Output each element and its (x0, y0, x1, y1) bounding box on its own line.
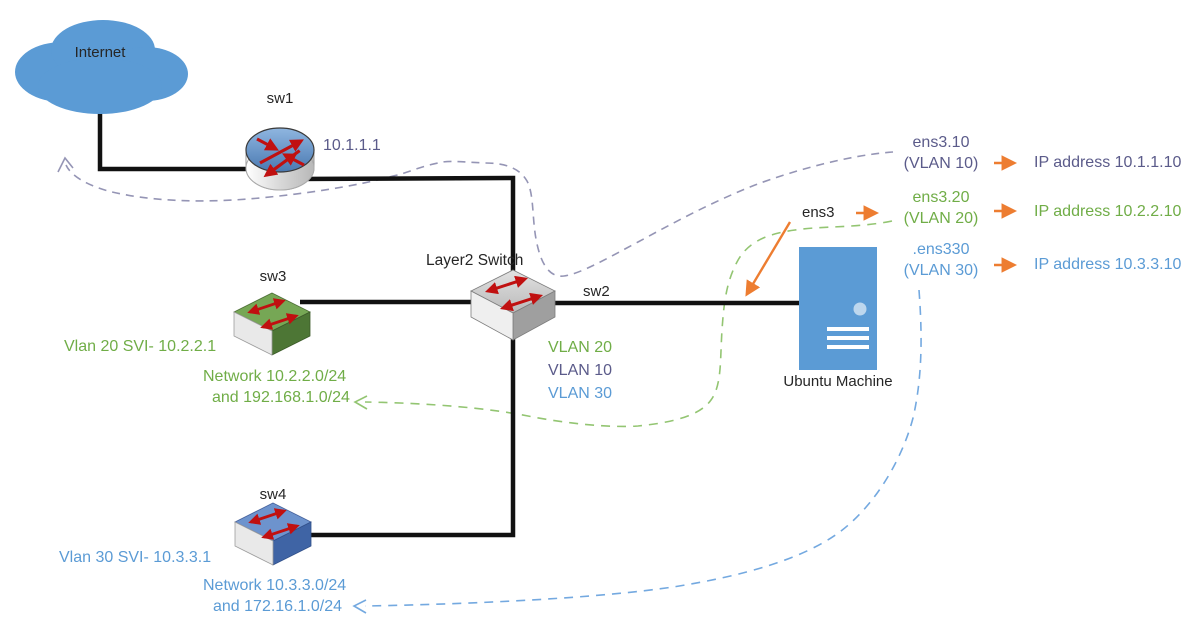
sw3-network-line1: Network 10.2.2.0/24 (203, 368, 347, 385)
subif1-name: ens3.10 (912, 134, 970, 151)
trunk-vlan-20: VLAN 20 (548, 339, 613, 356)
subif3-ip: IP address 10.3.3.10 (1034, 256, 1182, 273)
trunk-vlan-30: VLAN 30 (548, 385, 613, 402)
sw4-switch-icon (234, 502, 312, 566)
sw2-label: sw2 (583, 283, 610, 300)
subif2-ip: IP address 10.2.2.10 (1034, 203, 1182, 220)
internet-cloud-icon (15, 20, 188, 114)
sw1-ip-label: 10.1.1.1 (323, 137, 381, 154)
sw1-label: sw1 (266, 90, 294, 107)
subif3-vlan: (VLAN 30) (903, 262, 979, 279)
sw4-svi-label: Vlan 30 SVI- 10.3.3.1 (59, 549, 212, 566)
sw4-network-line2: and 172.16.1.0/24 (213, 598, 343, 615)
trunk-vlan-10: VLAN 10 (548, 362, 613, 379)
layer2-switch-label: Layer2 Switch (426, 252, 524, 269)
vlan10-dashed-curve (57, 151, 894, 277)
ens3-to-link-arrow (745, 221, 792, 297)
vlan30-dashed-curve (352, 289, 922, 614)
layer2-switch-icon (470, 269, 556, 341)
sw4-label: sw4 (259, 486, 287, 503)
subif3-name: .ens330 (912, 241, 970, 258)
link-layer2switch-sw4 (303, 337, 516, 538)
sw1-router-icon (245, 127, 315, 191)
link-internet-sw1 (97, 110, 260, 172)
sw4-network-line1: Network 10.3.3.0/24 (203, 577, 347, 594)
internet-label: Internet (74, 44, 126, 61)
ubuntu-machine-icon (799, 247, 877, 370)
subif1-vlan: (VLAN 10) (903, 155, 979, 172)
vlan20-dashed-curve (353, 220, 893, 428)
link-sw1-layer2switch (291, 175, 516, 273)
ubuntu-machine-label: Ubuntu Machine (783, 373, 893, 390)
subif2-name: ens3.20 (912, 189, 970, 206)
sw3-network-line2: and 192.168.1.0/24 (212, 389, 350, 406)
subif1-ip: IP address 10.1.1.10 (1034, 154, 1182, 171)
sw3-svi-label: Vlan 20 SVI- 10.2.2.1 (64, 338, 217, 355)
sw3-label: sw3 (259, 268, 287, 285)
ens3-label: ens3 (802, 204, 835, 221)
sw3-switch-icon (233, 292, 311, 356)
subif2-vlan: (VLAN 20) (903, 210, 979, 227)
